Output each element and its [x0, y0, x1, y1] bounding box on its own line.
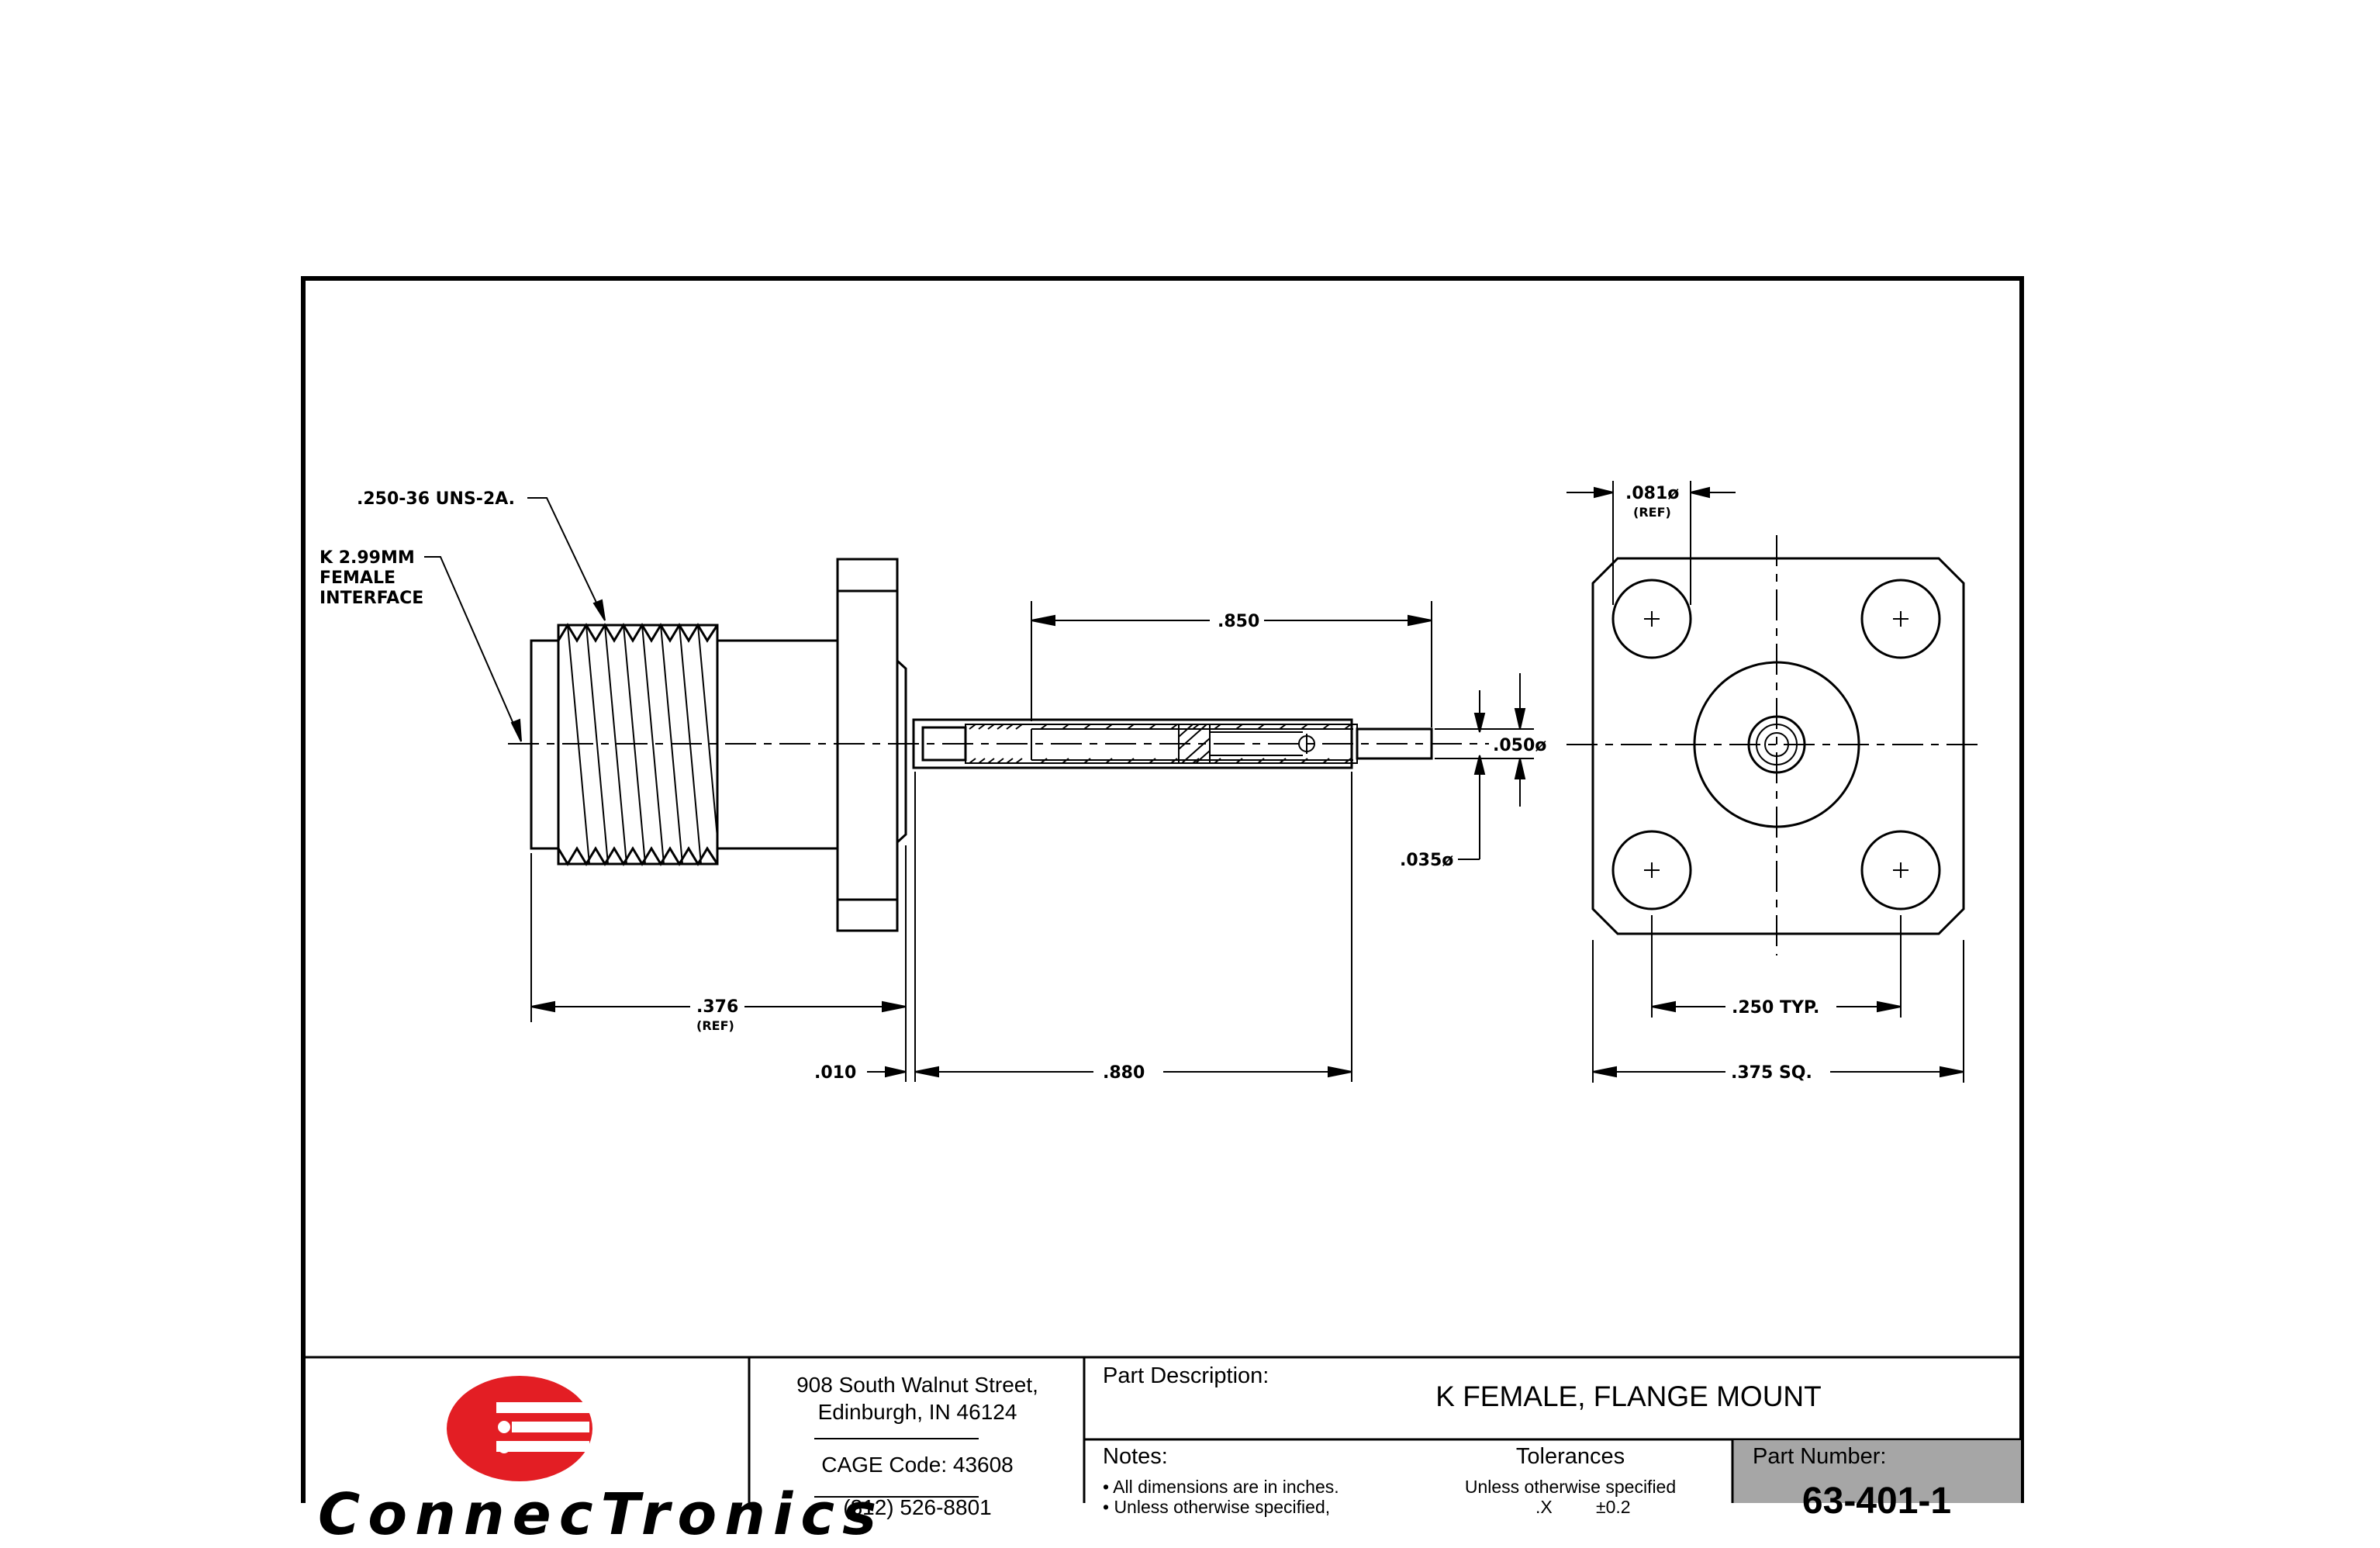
front-view [1591, 557, 1965, 935]
flange-outline [1591, 557, 1965, 935]
part-number-bg [1732, 1440, 2021, 1503]
part-description-label: Part Description: [1103, 1363, 1269, 1388]
interface-label-2: FEMALE [320, 568, 396, 588]
tolerance-x: .X [1535, 1497, 1553, 1517]
notes-label: Notes: [1103, 1444, 1168, 1469]
thread-crests-top [557, 623, 719, 643]
dim-880-label: .880 [1103, 1063, 1145, 1083]
company-logo [447, 1376, 592, 1481]
interface-label-1: K 2.99MM [320, 548, 415, 568]
note-2: • Unless otherwise specified, [1103, 1497, 1331, 1517]
note-1: • All dimensions are in inches. [1103, 1477, 1339, 1497]
company-name: ConnecTronics [318, 1481, 885, 1548]
dim-081-ref: (REF) [1633, 505, 1671, 520]
cage-code: CAGE Code: 43608 [821, 1453, 1014, 1477]
dim-375-label: .375 SQ. [1731, 1063, 1812, 1083]
dim-850-label: .850 [1218, 612, 1259, 631]
tolerance-x-value: ±0.2 [1596, 1497, 1631, 1517]
interface-label-3: INTERFACE [320, 589, 423, 608]
side-view [530, 558, 1433, 932]
hole-crosshairs [1644, 611, 1908, 878]
title-block-lines [303, 1356, 2022, 1503]
dim-035-label: .035ø [1400, 851, 1453, 870]
part-number-label: Part Number: [1753, 1444, 1887, 1469]
side-dimensions [424, 497, 1534, 1082]
dim-376-label: .376 [696, 997, 738, 1017]
thread-spec-label: .250-36 UNS-2A. [357, 489, 515, 509]
mount-hole-br [1860, 830, 1941, 910]
dim-376-ref: (REF) [696, 1018, 734, 1033]
part-number: 63-401-1 [1801, 1481, 1952, 1522]
mount-hole-bl [1611, 830, 1692, 910]
mount-hole-tl [1611, 579, 1692, 659]
dim-010-label: .010 [814, 1063, 856, 1083]
technical-drawing: .250-36 UNS-2A. K 2.99MM FEMALE INTERFAC… [301, 276, 2024, 1503]
dim-050-label: .050ø [1493, 736, 1546, 755]
dim-081-label: .081ø [1625, 484, 1679, 503]
drawing-border [301, 276, 2024, 1503]
dim-250-label: .250 TYP. [1732, 998, 1819, 1018]
front-view-labels: .081ø (REF) .250 TYP. .375 SQ. [1625, 484, 1819, 1083]
tolerances-label: Tolerances [1515, 1444, 1625, 1469]
part-description: K FEMALE, FLANGE MOUNT [1435, 1380, 1822, 1412]
tolerances-sub: Unless otherwise specified [1464, 1477, 1677, 1497]
front-dimensions [1567, 481, 1964, 1083]
thread-crests-bottom [557, 846, 719, 866]
hatch-section [965, 724, 1358, 764]
mount-hole-tr [1860, 579, 1941, 659]
address-line-2: Edinburgh, IN 46124 [817, 1400, 1017, 1424]
address-line-1: 908 South Walnut Street, [796, 1373, 1038, 1397]
flange [836, 558, 899, 932]
front-centerlines [1567, 535, 1985, 955]
side-view-labels: .250-36 UNS-2A. K 2.99MM FEMALE INTERFAC… [320, 489, 1546, 1083]
